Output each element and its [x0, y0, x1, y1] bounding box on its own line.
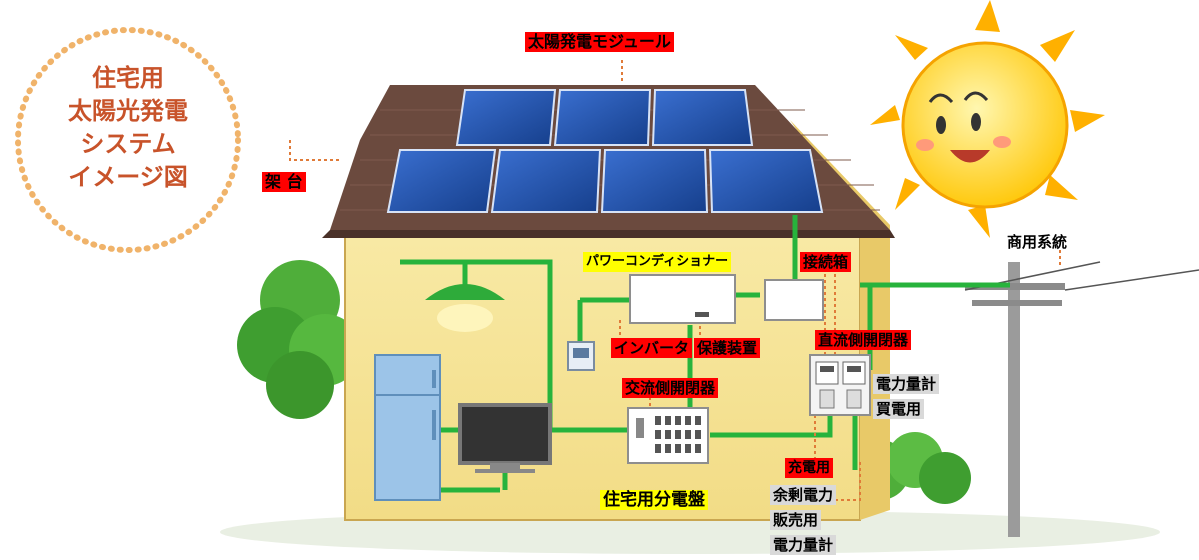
- television: [458, 403, 552, 473]
- label-power-conditioner: パワーコンディショナー: [583, 252, 732, 272]
- power-conditioner-box: [629, 274, 736, 324]
- label-dc-switch: 直流側開閉器: [815, 330, 912, 350]
- label-charging: 充電用: [785, 458, 833, 478]
- label-grid: 商用系統: [1007, 233, 1068, 251]
- tree-left: [237, 260, 361, 419]
- label-meter-buy-line1: 電力量計: [873, 374, 940, 394]
- label-meter-buy-line2: 買電用: [873, 399, 925, 419]
- label-ac-switch: 交流側開閉器: [622, 378, 719, 398]
- label-solar-module: 太陽発電モジュール: [525, 32, 674, 52]
- label-inverter: インバータ: [611, 338, 693, 358]
- distribution-board-box: [627, 407, 709, 464]
- label-distribution-board: 住宅用分電盤: [600, 490, 708, 510]
- monitor-unit: [567, 341, 595, 371]
- label-rack: 架 台: [262, 172, 306, 192]
- label-surplus-line2: 販売用: [770, 510, 822, 530]
- label-junction-box: 接続箱: [800, 252, 852, 272]
- ceiling-lamp: [425, 284, 505, 332]
- label-surplus-line1: 余剰電力: [770, 485, 837, 505]
- solar-panels: [386, 89, 824, 213]
- badge-line-3: システム: [80, 130, 176, 158]
- badge-line-2: 太陽光発電: [68, 97, 188, 125]
- label-protection-device: 保護装置: [694, 338, 761, 358]
- badge-circle: [15, 27, 241, 253]
- junction-box: [764, 279, 824, 321]
- badge-line-4: イメージ図: [68, 163, 188, 191]
- badge-line-1: 住宅用: [92, 64, 164, 92]
- electric-meters: [809, 354, 871, 416]
- badge-title: 住宅用 太陽光発電 システム イメージ図: [40, 62, 216, 194]
- sun-character: [870, 0, 1105, 238]
- utility-pole: [964, 261, 1199, 537]
- refrigerator: [374, 354, 441, 501]
- label-surplus-line3: 電力量計: [770, 535, 837, 555]
